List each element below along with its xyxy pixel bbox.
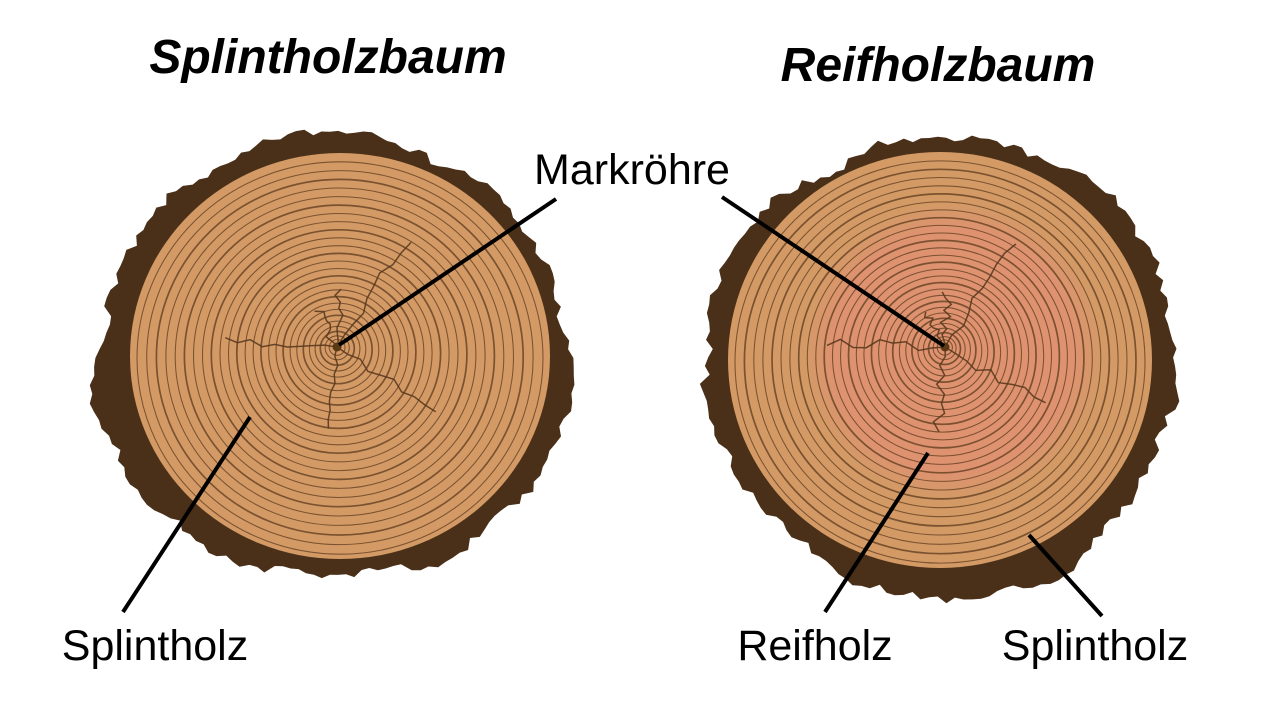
crack	[314, 310, 338, 348]
crack	[225, 337, 338, 348]
splintholz-right-label: Splintholz	[1001, 622, 1189, 670]
sapwood-splintholzbaum	[130, 153, 550, 559]
crack	[939, 291, 953, 348]
left-tree-title: Splintholzbaum	[149, 31, 507, 84]
crack	[923, 311, 946, 348]
growth-rings-reifholzbaum	[734, 160, 1146, 564]
crack	[944, 346, 1046, 404]
reifholz-label: Reifholz	[737, 622, 893, 670]
growth-rings-splintholzbaum	[136, 161, 544, 555]
right-tree-title: Reifholzbaum	[780, 39, 1096, 92]
leader-line-splintholz-right	[1027, 533, 1104, 618]
leader-lines	[121, 195, 1104, 618]
crack	[336, 241, 412, 348]
leader-line-splintholz-left	[121, 415, 252, 614]
leader-line-reifholz	[823, 451, 930, 614]
tree-splintholzbaum	[89, 129, 575, 579]
leader-line-markroehre-right	[720, 195, 946, 348]
crack	[944, 243, 1017, 348]
crack	[327, 346, 339, 429]
markroehre-label: Markröhre	[534, 146, 730, 194]
tree-reifholzbaum	[699, 135, 1180, 604]
leader-line-markroehre-left	[337, 197, 558, 347]
crack	[334, 288, 344, 348]
cracks-splintholzbaum	[225, 241, 437, 429]
crack	[932, 346, 947, 433]
cracks-reifholzbaum	[826, 243, 1046, 433]
splintholz-left-label: Splintholz	[61, 622, 249, 670]
crack	[826, 338, 946, 352]
crack	[336, 346, 437, 413]
